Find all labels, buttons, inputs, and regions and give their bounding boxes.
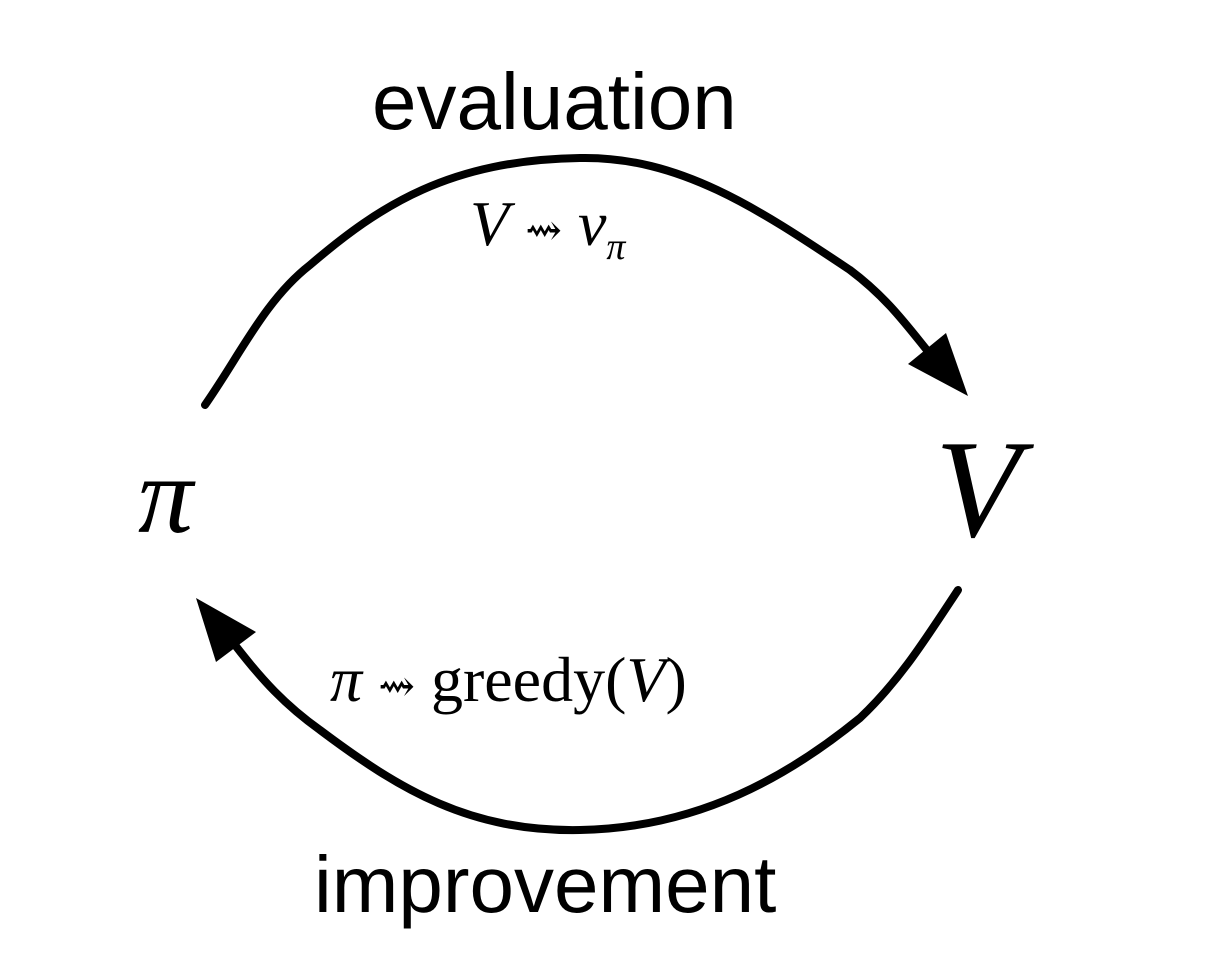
improvement-label: improvement [314, 840, 777, 929]
formula-vpi: v [577, 188, 607, 259]
policy-node: π [138, 434, 194, 556]
squiggle-arrow: ⇝ [525, 206, 562, 255]
improvement-arrow [231, 586, 962, 835]
formula-pi: π [330, 644, 363, 715]
improvement-formula: π ⇝ greedy(V) [330, 648, 687, 712]
formula-sub-pi: π [606, 225, 626, 268]
squiggle-arrow: ⇝ [378, 662, 415, 711]
value-node: V [935, 412, 1021, 567]
evaluation-formula: V ⇝ vπ [470, 192, 625, 266]
formula-greedy: greedy( [430, 644, 627, 715]
evaluation-arrowhead [908, 333, 968, 396]
formula-greedy-arg: V [626, 644, 666, 715]
formula-v: V [470, 188, 510, 259]
improvement-arrowhead [196, 598, 256, 662]
formula-close-paren: ) [665, 644, 687, 715]
evaluation-label: evaluation [372, 57, 737, 146]
evaluation-arrow [201, 153, 939, 409]
